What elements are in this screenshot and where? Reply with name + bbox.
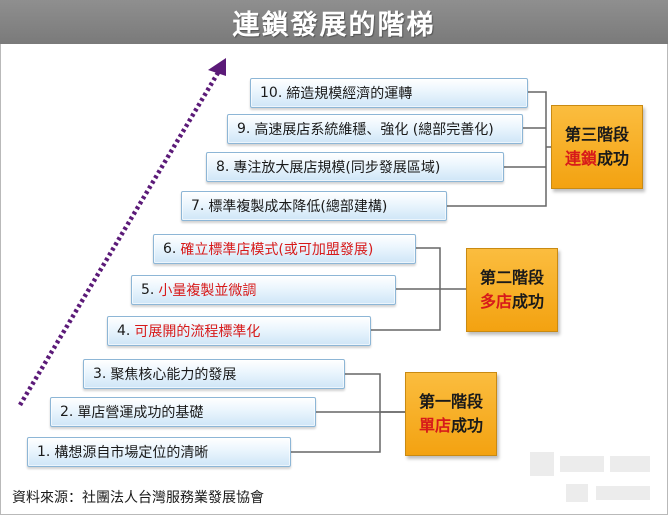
step-8: 8. 專注放大展店規模(同步發展區域)	[206, 152, 504, 182]
step-label: 可展開的流程標準化	[134, 324, 261, 340]
step-10: 10. 締造規模經濟的運轉	[250, 78, 528, 108]
step-label: 專注放大展店規模(同步發展區域)	[233, 160, 441, 176]
step-label: 小量複製並微調	[158, 283, 257, 299]
stage-1-box: 第一階段 單店成功	[405, 372, 497, 456]
stage3-connector	[447, 91, 547, 207]
step-number: 5.	[141, 282, 155, 298]
step-label: 締造規模經濟的運轉	[286, 86, 413, 102]
step-label: 聚焦核心能力的發展	[110, 367, 237, 383]
source-caption: 資料來源：社團法人台灣服務業發展協會	[12, 490, 264, 506]
stage-title: 第一階段	[418, 392, 483, 411]
stage-title: 第二階段	[479, 268, 544, 287]
step-3: 3. 聚焦核心能力的發展	[83, 359, 345, 389]
step-number: 6.	[163, 241, 177, 257]
stage-suffix: 成功	[512, 292, 545, 311]
step-label: 單店營運成功的基礎	[77, 405, 204, 421]
stage-suffix: 成功	[597, 149, 630, 168]
step-label: 高速展店系統維穩、強化 (總部完善化)	[254, 122, 494, 138]
page-title: 連鎖發展的階梯	[232, 9, 436, 41]
stage-accent: 多店	[479, 292, 512, 311]
step-number: 8.	[216, 159, 230, 175]
stage-2-box: 第二階段 多店成功	[466, 248, 558, 332]
step-label: 確立標準店模式(或可加盟發展)	[180, 242, 374, 258]
stage-accent: 連鎖	[564, 149, 597, 168]
step-9: 9. 高速展店系統維穩、強化 (總部完善化)	[227, 114, 523, 144]
stage-title: 第三階段	[564, 125, 629, 144]
step-number: 7.	[191, 198, 205, 214]
step-5: 5. 小量複製並微調	[131, 275, 396, 305]
step-number: 1.	[37, 444, 51, 460]
step-4: 4. 可展開的流程標準化	[107, 316, 371, 346]
step-1: 1. 構想源自市場定位的清晰	[27, 437, 291, 467]
step-6: 6. 確立標準店模式(或可加盟發展)	[153, 234, 416, 264]
title-bar: 連鎖發展的階梯	[0, 0, 668, 44]
step-2: 2. 單店營運成功的基礎	[50, 397, 316, 427]
stage1-connector	[290, 373, 381, 453]
watermark-logo	[530, 446, 660, 508]
step-label: 標準複製成本降低(總部建構)	[208, 199, 388, 215]
step-number: 9.	[237, 121, 251, 137]
step-number: 10.	[260, 85, 283, 101]
stage-result: 單店成功	[419, 414, 483, 438]
stage-suffix: 成功	[451, 416, 484, 435]
stage-result: 連鎖成功	[565, 147, 629, 171]
step-label: 構想源自市場定位的清晰	[54, 445, 209, 461]
stage-accent: 單店	[418, 416, 451, 435]
step-number: 3.	[93, 366, 107, 382]
stage-result: 多店成功	[480, 290, 544, 314]
step-7: 7. 標準複製成本降低(總部建構)	[181, 191, 447, 221]
growth-arrow-head	[208, 58, 226, 76]
step-number: 2.	[60, 404, 74, 420]
step-number: 4.	[117, 323, 131, 339]
stage-3-box: 第三階段 連鎖成功	[551, 105, 643, 189]
